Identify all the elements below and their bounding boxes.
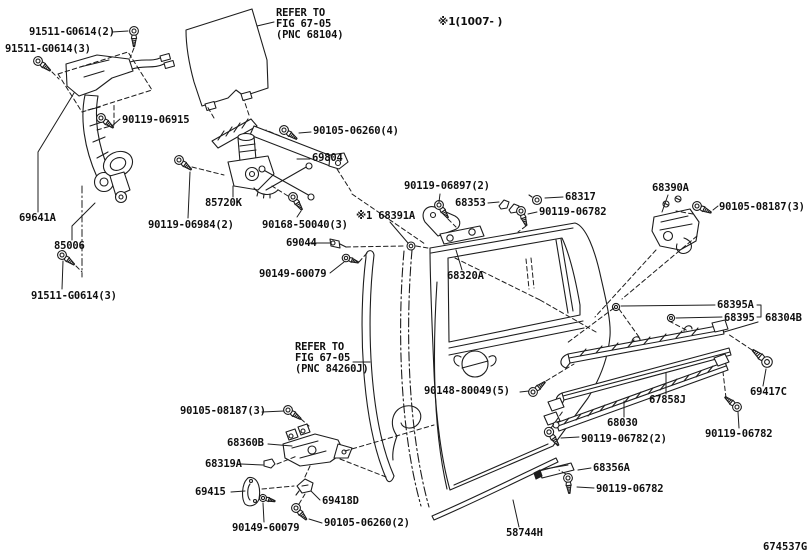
figure-code: 674537G — [763, 541, 808, 553]
part-label-67858j[interactable]: 67858J — [649, 394, 686, 406]
part-label-90119-06782-2[interactable]: 90119-06782(2) — [581, 433, 667, 445]
production-date-note: ※1(1007- ) — [438, 16, 503, 28]
part-label-85006[interactable]: 85006 — [54, 240, 85, 252]
part-label-refer-fig-67-05-pnc-68104: REFER TO FIG 67-05 (PNC 68104) — [276, 7, 344, 41]
part-label-68360b[interactable]: 68360B — [227, 437, 264, 449]
sill-moulding-drawing — [432, 458, 574, 520]
part-label-refer-fig-67-05-pnc-84260j: REFER TO FIG 67-05 (PNC 84260J) — [295, 341, 369, 375]
part-label-69804[interactable]: 69804 — [312, 152, 343, 164]
part-label-68395a[interactable]: 68395A — [717, 299, 754, 311]
bolt-icons — [31, 26, 776, 524]
part-label-90148-80049-5[interactable]: 90148-80049(5) — [424, 385, 510, 397]
part-label-91511-g0614-2[interactable]: 91511-G0614(2) — [29, 26, 115, 38]
rails-drawing — [544, 320, 758, 431]
part-label-90105-06260-4[interactable]: 90105-06260(4) — [313, 125, 399, 137]
part-label-90119-06984-2[interactable]: 90119-06984(2) — [148, 219, 234, 231]
part-label-69641a[interactable]: 69641A — [19, 212, 56, 224]
part-label-90119-06782-right[interactable]: 90119-06782 — [705, 428, 773, 440]
lock-68360b-drawing — [243, 424, 352, 506]
glass-run-channel-drawing — [362, 250, 429, 507]
part-label-68390a[interactable]: 68390A — [652, 182, 689, 194]
part-label-69417c[interactable]: 69417C — [750, 386, 787, 398]
window-glass-drawing — [186, 9, 268, 111]
part-label-90119-06782-bottom[interactable]: 90119-06782 — [596, 483, 664, 495]
part-label-90149-60079-lower[interactable]: 90149-60079 — [232, 522, 300, 534]
window-regulator-drawing — [212, 119, 348, 200]
part-label-90105-06260-2[interactable]: 90105-06260(2) — [324, 517, 410, 529]
part-label-69044[interactable]: 69044 — [286, 237, 317, 249]
part-label-68320a[interactable]: 68320A — [447, 270, 484, 282]
leader-lines — [38, 22, 766, 527]
part-label-90119-06897-2[interactable]: 90119-06897(2) — [404, 180, 490, 192]
striker-68390a-drawing — [652, 196, 699, 253]
part-label-58744h[interactable]: 58744H — [506, 527, 543, 539]
part-label-68304b[interactable]: 68304B — [765, 312, 802, 324]
door-check-assembly-drawing — [66, 54, 175, 203]
part-label-68319a[interactable]: 68319A — [205, 458, 242, 470]
part-label-69418d[interactable]: 69418D — [322, 495, 359, 507]
part-label-68353[interactable]: 68353 — [455, 197, 486, 209]
part-label-90105-08187-3-left[interactable]: 90105-08187(3) — [180, 405, 266, 417]
part-label-68030[interactable]: 68030 — [607, 417, 638, 429]
part-label-68317[interactable]: 68317 — [565, 191, 596, 203]
part-label-91511-g0614-3-lower[interactable]: 91511-G0614(3) — [31, 290, 117, 302]
dashed-assembly-lines — [52, 48, 752, 504]
part-label-69415[interactable]: 69415 — [195, 486, 226, 498]
part-label-68356a[interactable]: 68356A — [593, 462, 630, 474]
part-label-90168-50040-3[interactable]: 90168-50040(3) — [262, 219, 348, 231]
part-label-90119-06915[interactable]: 90119-06915 — [122, 114, 190, 126]
part-label-68391a[interactable]: ※1 68391A — [356, 210, 415, 222]
part-label-90149-60079-upper[interactable]: 90149-60079 — [259, 268, 327, 280]
upper-bracket-68320a-drawing — [423, 207, 484, 244]
part-label-90119-06782-top[interactable]: 90119-06782 — [539, 206, 607, 218]
clips-grommets-drawing — [330, 195, 675, 322]
part-label-85720k[interactable]: 85720K — [205, 197, 242, 209]
part-label-91511-g0614-3-upper[interactable]: 91511-G0614(3) — [5, 43, 91, 55]
part-label-90105-08187-3-right[interactable]: 90105-08187(3) — [719, 201, 805, 213]
part-label-68395[interactable]: 68395 — [724, 312, 755, 324]
